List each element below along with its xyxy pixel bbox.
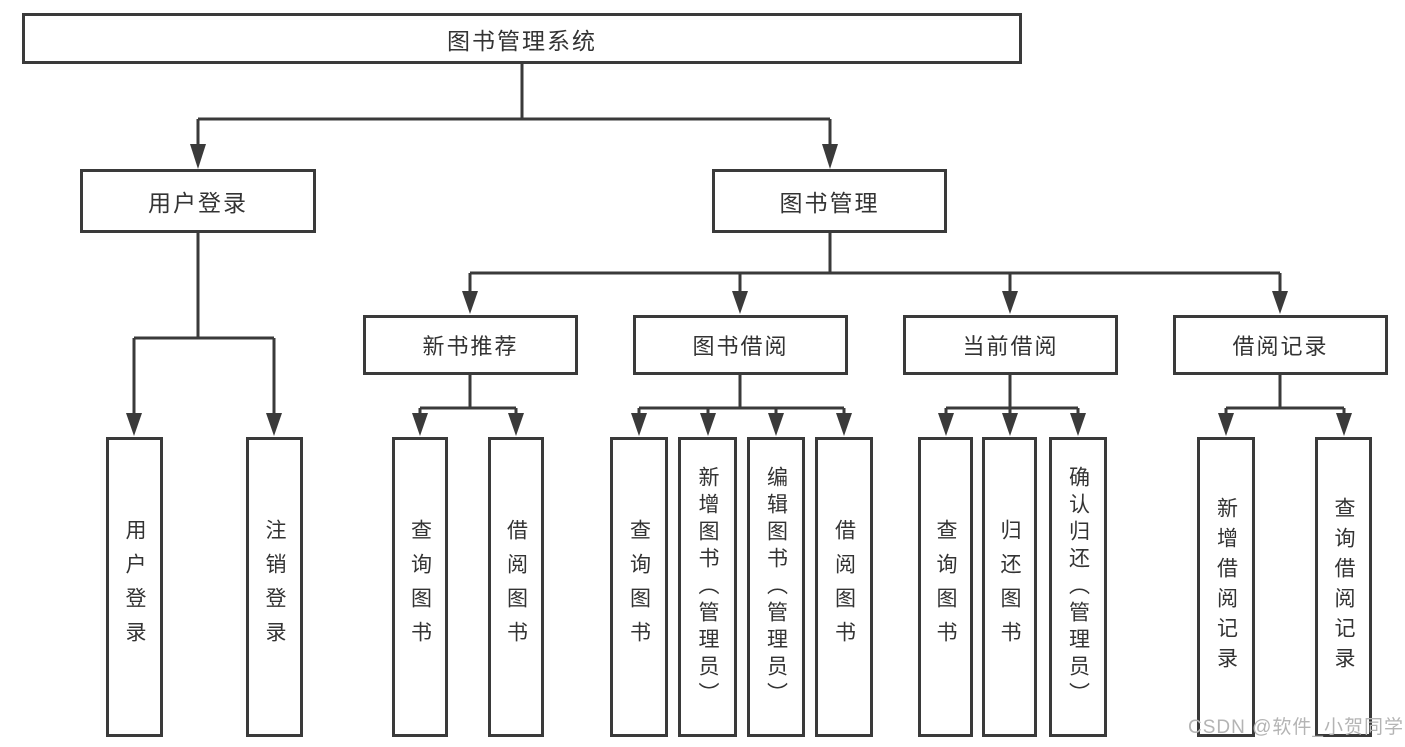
node-book-management-label: 图书管理	[779, 190, 880, 216]
leaf-borrow-books-1: 借阅图书	[488, 437, 544, 737]
node-new-book-recommend-label: 新书推荐	[422, 334, 519, 359]
leaf-user-login: 用户登录	[106, 437, 163, 737]
arrowhead-icon	[462, 291, 478, 314]
arrowhead-icon	[1002, 413, 1018, 436]
leaf-query-books-1: 查询图书	[392, 437, 448, 737]
node-user-login-label: 用户登录	[148, 190, 248, 216]
leaf-edit-book-admin: 编辑图书（管理员）	[747, 437, 805, 737]
connector-lines	[132, 64, 1346, 416]
node-current-borrow: 当前借阅	[903, 315, 1118, 375]
arrowhead-icon	[412, 413, 428, 436]
leaf-query-books-2-label: 查询图书	[627, 519, 651, 655]
leaf-query-books-2: 查询图书	[610, 437, 668, 737]
arrowhead-icon	[1218, 413, 1234, 436]
leaf-query-borrow-record: 查询借阅记录	[1315, 437, 1372, 737]
arrowhead-icon	[1002, 291, 1018, 314]
node-user-login: 用户登录	[80, 169, 316, 233]
arrowhead-icons	[126, 144, 1352, 436]
leaf-borrow-books-1-label: 借阅图书	[504, 519, 528, 655]
node-current-borrow-label: 当前借阅	[962, 334, 1059, 359]
node-root-label: 图书管理系统	[447, 27, 597, 54]
leaf-add-borrow-record-label: 新增借阅记录	[1214, 497, 1238, 677]
leaf-borrow-books-2: 借阅图书	[815, 437, 873, 737]
arrowhead-icon	[836, 413, 852, 436]
leaf-confirm-return-admin-label: 确认归还（管理员）	[1066, 465, 1090, 709]
leaf-logout-login-label: 注销登录	[263, 519, 286, 655]
arrowhead-icon	[938, 413, 954, 436]
leaf-query-books-3: 查询图书	[918, 437, 973, 737]
arrowhead-icon	[822, 144, 838, 169]
arrowhead-icon	[126, 413, 142, 436]
leaf-query-books-1-label: 查询图书	[408, 519, 432, 655]
leaf-return-book: 归还图书	[982, 437, 1037, 737]
leaf-edit-book-admin-label: 编辑图书（管理员）	[764, 465, 788, 709]
node-book-borrow: 图书借阅	[633, 315, 848, 375]
arrowhead-icon	[631, 413, 647, 436]
node-borrow-records-label: 借阅记录	[1232, 334, 1329, 359]
leaf-user-login-label: 用户登录	[123, 519, 146, 655]
leaf-add-book-admin: 新增图书（管理员）	[678, 437, 737, 737]
arrowhead-icon	[1336, 413, 1352, 436]
arrowhead-icon	[732, 291, 748, 314]
node-book-management: 图书管理	[712, 169, 947, 233]
leaf-add-borrow-record: 新增借阅记录	[1197, 437, 1255, 737]
leaf-confirm-return-admin: 确认归还（管理员）	[1049, 437, 1107, 737]
arrowhead-icon	[768, 413, 784, 436]
node-root: 图书管理系统	[22, 13, 1022, 64]
leaf-borrow-books-2-label: 借阅图书	[832, 519, 856, 655]
leaf-logout-login: 注销登录	[246, 437, 303, 737]
arrowhead-icon	[1272, 291, 1288, 314]
arrowhead-icon	[266, 413, 282, 436]
watermark: CSDN @软件_小贺同学	[1188, 717, 1404, 738]
arrowhead-icon	[1070, 413, 1086, 436]
arrowhead-icon	[190, 144, 206, 169]
leaf-query-books-3-label: 查询图书	[934, 519, 957, 655]
node-borrow-records: 借阅记录	[1173, 315, 1388, 375]
leaf-query-borrow-record-label: 查询借阅记录	[1332, 497, 1355, 677]
arrowhead-icon	[700, 413, 716, 436]
node-new-book-recommend: 新书推荐	[363, 315, 578, 375]
node-book-borrow-label: 图书借阅	[692, 334, 789, 359]
leaf-return-book-label: 归还图书	[998, 519, 1021, 655]
leaf-add-book-admin-label: 新增图书（管理员）	[696, 465, 719, 709]
arrowhead-icon	[508, 413, 524, 436]
